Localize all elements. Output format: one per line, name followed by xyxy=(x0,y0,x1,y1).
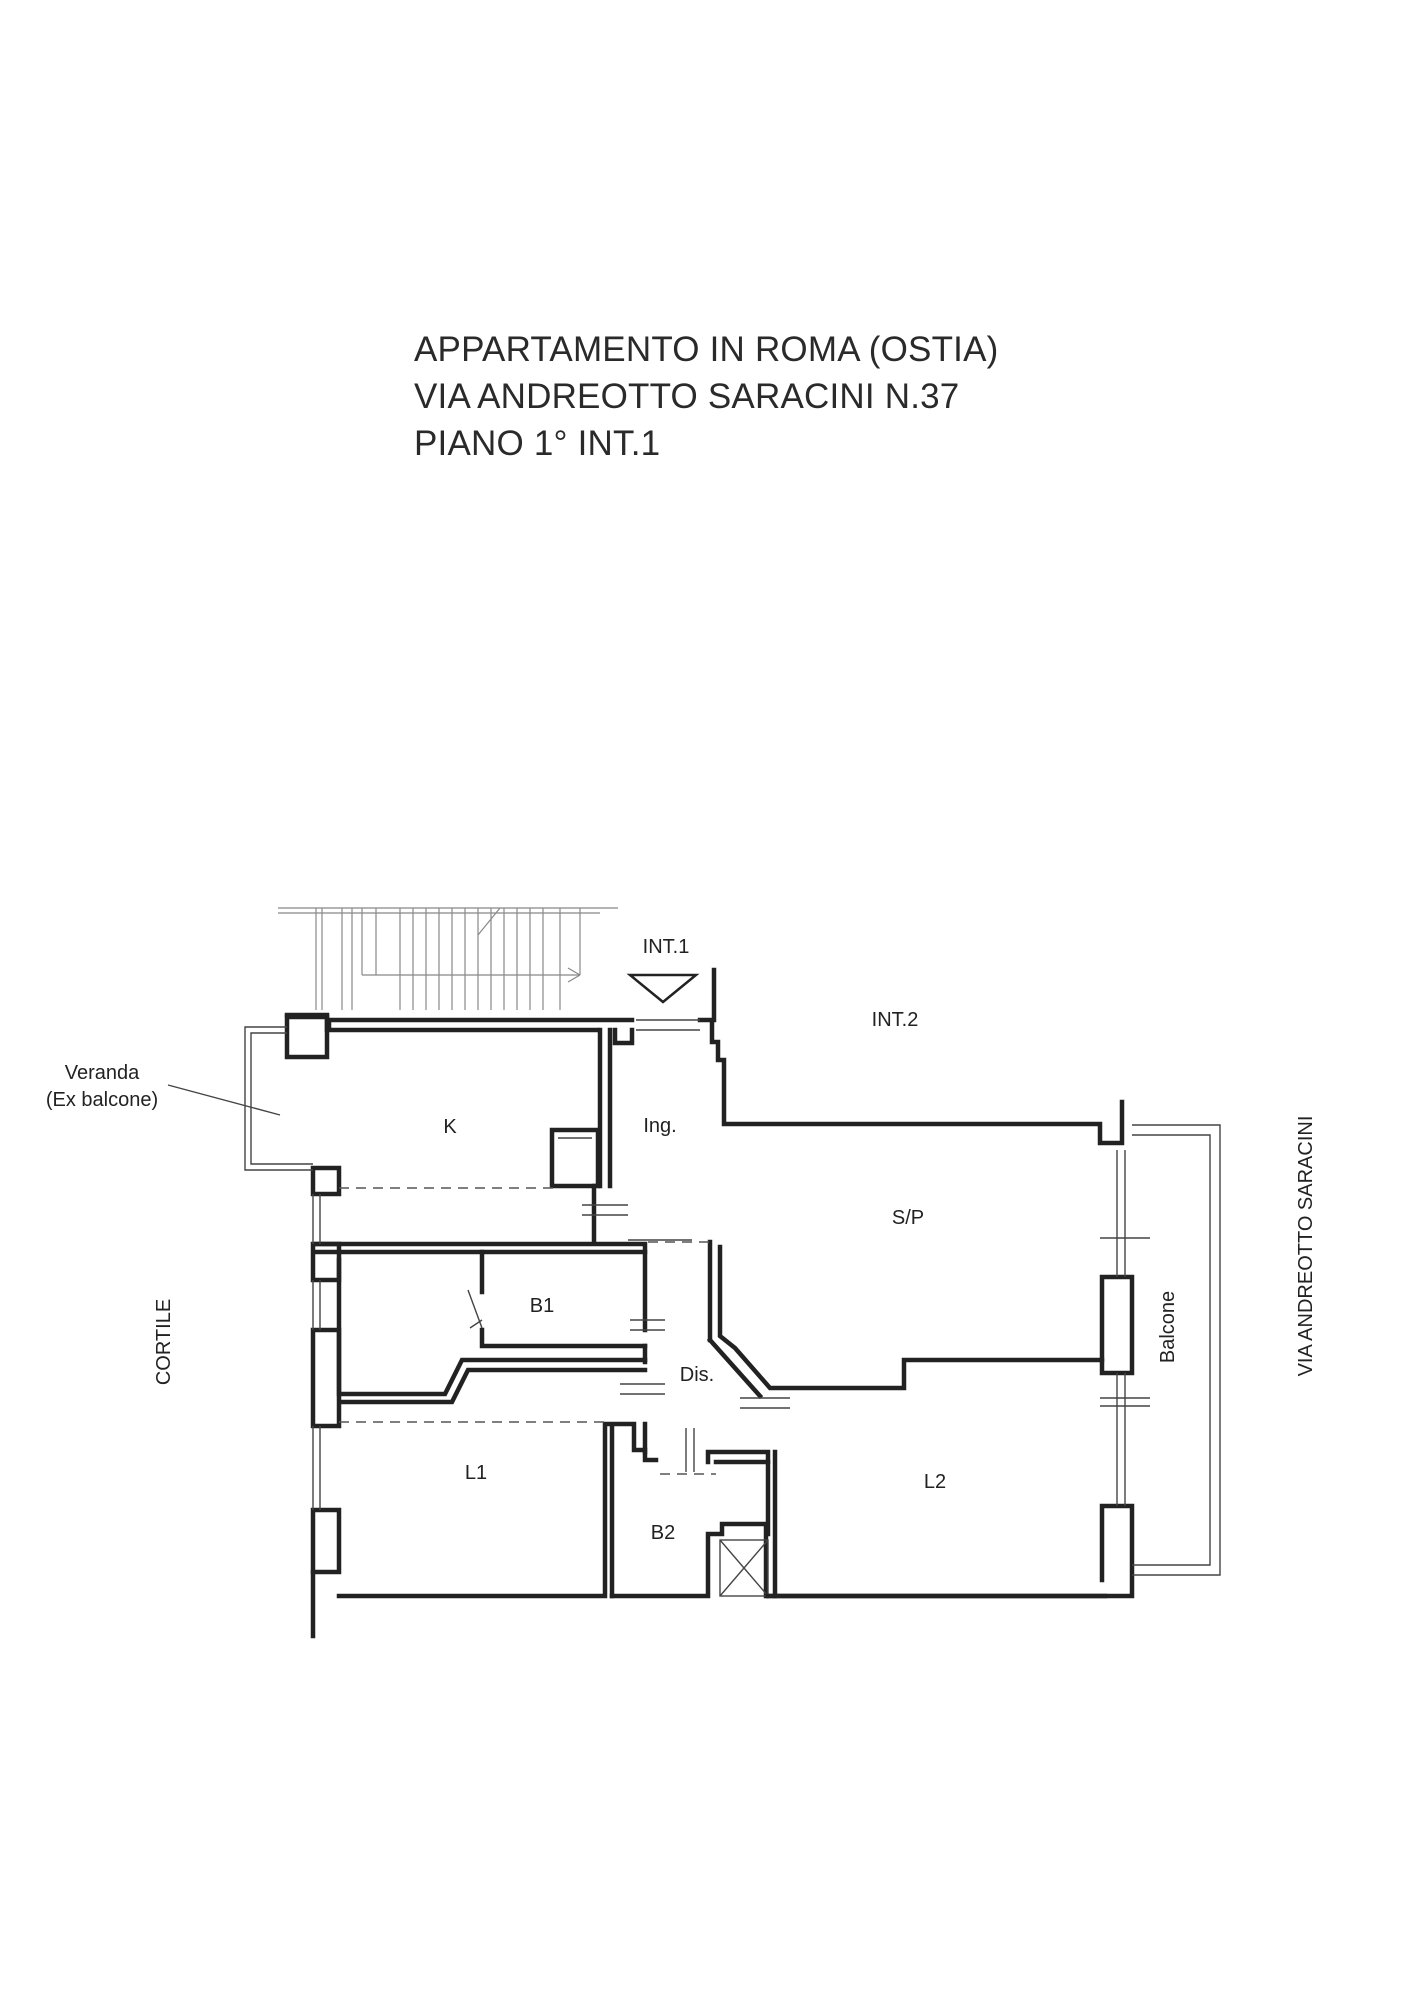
walls xyxy=(284,967,1135,1639)
entrance-marker-icon xyxy=(626,973,700,1004)
room-label-dis: Dis. xyxy=(680,1364,714,1386)
balcony-label: Balcone xyxy=(1157,1291,1179,1363)
plan-title: APPARTAMENTO IN ROMA (OSTIA) VIA ANDREOT… xyxy=(414,326,998,467)
room-label-l1: L1 xyxy=(465,1462,487,1484)
title-line-2: VIA ANDREOTTO SARACINI N.37 xyxy=(414,377,960,416)
room-label-b1: B1 xyxy=(530,1295,554,1317)
room-label-ing: Ing. xyxy=(643,1115,676,1137)
veranda-label: Veranda xyxy=(65,1062,140,1084)
room-label-k: K xyxy=(443,1116,457,1138)
room-label-sp: S/P xyxy=(892,1207,924,1229)
dashed-lines xyxy=(339,1187,716,1475)
room-label-l2: L2 xyxy=(924,1471,946,1493)
unit-label-int1: INT.1 xyxy=(643,936,690,958)
title-line-3: PIANO 1° INT.1 xyxy=(414,424,661,463)
veranda-leader-line xyxy=(167,1084,281,1116)
room-label-b2: B2 xyxy=(651,1522,675,1544)
staircase xyxy=(278,907,618,1010)
title-line-1: APPARTAMENTO IN ROMA (OSTIA) xyxy=(414,330,999,369)
veranda-sublabel: (Ex balcone) xyxy=(46,1089,158,1111)
glazing xyxy=(244,1019,1221,1576)
courtyard-label: CORTILE xyxy=(153,1299,175,1385)
unit-label-int2: INT.2 xyxy=(872,1009,919,1031)
street-label: VIA ANDREOTTO SARACINI xyxy=(1295,1116,1317,1377)
